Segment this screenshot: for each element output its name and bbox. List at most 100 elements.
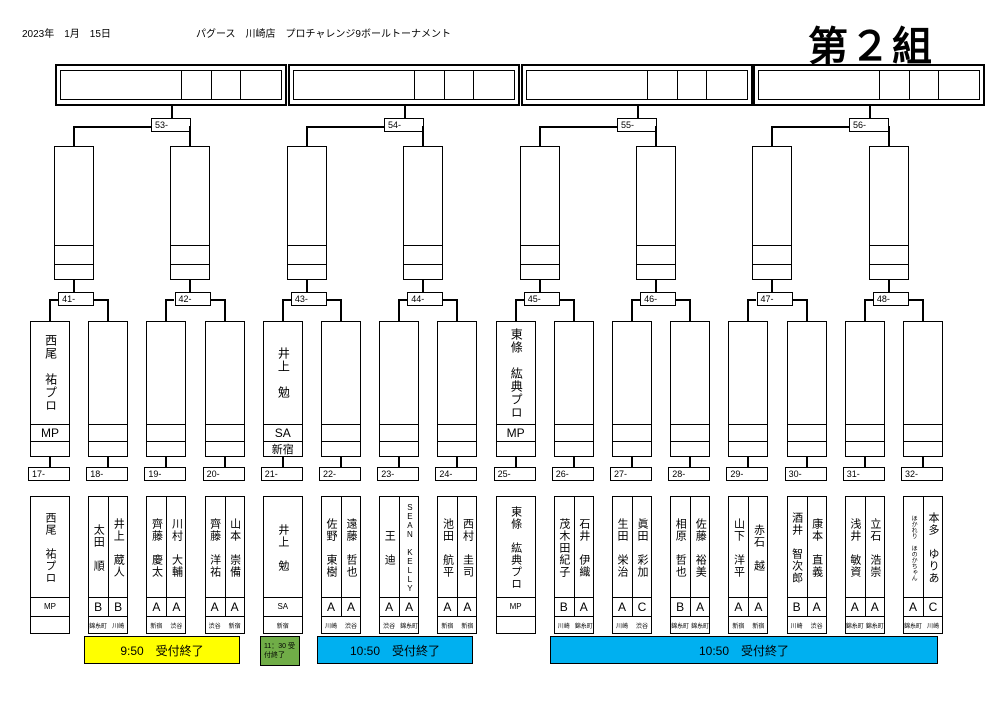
player-rank: A [617,599,626,614]
event-title: パグース 川崎店 プロチャレンジ9ボールトーナメント [196,29,451,40]
bracket-line [655,280,657,292]
row-divider [322,441,360,442]
round1-match-label: 22- [319,467,361,481]
player-shop: 新宿 [441,623,454,630]
bracket-line [514,457,517,467]
round1-slot-box [30,321,70,457]
round1-match-label: 25- [493,467,536,481]
bracket-line [49,299,59,301]
row-divider [147,597,186,598]
round1-slot-box [612,321,652,457]
row-divider [205,424,244,425]
player-name: 赤石 越 [752,523,765,572]
player-name: 齊藤 慶太 [150,517,163,578]
row-divider [263,616,302,617]
seed-player-name: 東條 紘典プロ [509,327,524,419]
row-divider [438,441,477,442]
bracket-line [655,126,657,146]
card-divider [399,497,401,616]
round1-slot-box [495,321,536,457]
bracket-line [676,299,690,301]
player-rank: A [230,599,239,614]
bracket-line [398,457,401,467]
row-divider [554,616,593,617]
winner-box-divider [444,70,445,100]
row-divider [554,597,593,598]
bracket-line [772,126,849,128]
bracket-line [538,126,541,146]
round1-slot-box [262,321,303,457]
row-divider [637,245,675,246]
player-shop: 錦糸町 [691,623,710,630]
row-divider [263,441,302,442]
bracket-line [572,457,575,467]
row-divider [869,264,908,265]
row-divider [613,424,651,425]
card-divider [457,497,459,616]
player-name: 川村 大輔 [170,517,183,578]
bracket-line [165,299,175,301]
bracket-line [689,299,692,321]
bracket-line [305,126,308,146]
player-shop: 新宿 [228,623,241,630]
player-rank: A [385,599,394,614]
row-divider [845,597,884,598]
card-divider [108,497,110,616]
row-divider [845,441,884,442]
winner-box-divider [879,70,880,100]
row-divider [845,616,884,617]
row-divider [31,424,69,425]
bracket-line [223,457,226,467]
row-divider [205,597,244,598]
round1-match-label: 23- [377,467,420,481]
round1-match-label: 20- [202,467,245,481]
row-divider [637,264,675,265]
deadline-banner: 10:50 受付終了 [550,636,938,664]
semi-match-label: 53- [151,118,191,132]
player-rank: A [152,599,161,614]
round1-slot-box [553,321,594,457]
semi-player-box [54,146,94,280]
row-divider [380,597,419,598]
player-name: 生田 栄治 [616,517,629,578]
card-divider [573,497,575,616]
player-shop: 渋谷 [635,623,648,630]
bracket-line [631,299,633,321]
row-divider [31,597,69,598]
seed-player-rank: MP [41,426,59,440]
bracket-line [422,280,425,292]
row-divider [787,616,826,617]
row-divider [287,264,326,265]
player-rank: A [443,599,452,614]
row-divider [520,245,559,246]
row-divider [89,441,128,442]
player-shop: 渋谷 [383,623,396,630]
row-divider [729,597,768,598]
row-divider [263,597,302,598]
deadline-banner: 11：30 受付終了 [260,636,300,666]
semi-match-label: 54- [384,118,424,132]
player-shop [30,617,70,633]
player-rank: A [172,599,181,614]
player-rank: A [210,599,219,614]
bracket-line [771,126,774,146]
player-shop: 渋谷 [170,623,183,630]
round1-match-label: 29- [726,467,769,481]
player-shop: 川崎 [615,623,628,630]
player-name: 王 迪 [383,529,396,566]
bracket-line [223,299,226,321]
player-rank: C [928,599,938,614]
semi-match-label: 56- [849,118,889,132]
row-divider [787,597,826,598]
player-rank: B [559,599,568,614]
player-rank: MP [44,602,56,611]
bracket-line [443,299,457,301]
player-rank: A [908,599,917,614]
bracket-line [340,299,342,321]
row-divider [147,616,186,617]
row-divider [729,616,768,617]
card-divider [166,497,168,616]
row-divider [171,264,210,265]
player-name: 浅井 敏資 [848,517,861,578]
bracket-line [210,299,224,301]
